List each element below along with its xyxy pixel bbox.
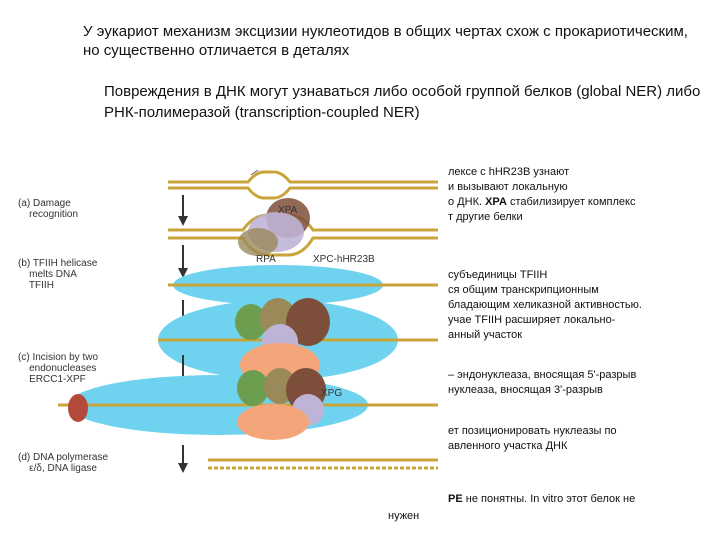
arrow-b xyxy=(178,245,188,278)
stage-label-a: (a) Damage recognition xyxy=(18,198,79,220)
side-text-fragment: не понятны. In vitro этот белок не xyxy=(462,493,636,505)
arrow-a xyxy=(178,195,188,226)
stage-label-b: (b) TFIIH helicase melts DNA TFIIH xyxy=(18,258,98,291)
arrow-e xyxy=(178,445,188,473)
stage-a-complex xyxy=(168,198,438,257)
side-text-line: анный участок xyxy=(448,329,523,341)
side-text-line: о ДНК. XPA стабилизирует комплекс xyxy=(448,195,718,210)
stage-b-bubble xyxy=(168,265,438,305)
protein-label-xpc: XPC-hHR23B xyxy=(313,254,375,265)
protein-label-xpg: XPG xyxy=(321,388,343,399)
slide-subtitle: Повреждения в ДНК могут узнаваться либо … xyxy=(104,83,701,121)
side-text-line: бладающим хеликазной активностью. xyxy=(448,299,642,311)
stage-a-dna xyxy=(168,169,438,200)
side-text-line: PE не понятны. In vitro этот белок не xyxy=(448,492,718,507)
stage-e-dna xyxy=(208,458,438,470)
side-text-last: нужен xyxy=(388,510,420,522)
side-text-line: и вызывают локальную xyxy=(448,181,568,193)
side-text-line: нуклеаза, вносящая 3'-разрыв xyxy=(448,384,603,396)
side-text-line: лексе с hHR23B узнают xyxy=(448,166,570,178)
stage-label-d: (d) DNA polymerase ε/δ, DNA ligase xyxy=(18,452,109,474)
side-text-line: учае TFIIH расширяет локально- xyxy=(448,314,616,326)
ner-diagram: (a) Damage recognition (b) TFIIH helicas… xyxy=(18,160,438,530)
side-text-line: – эндонуклеаза, вносящая 5'-разрыв xyxy=(448,369,637,381)
stage-label-c: (c) Incision by two endonucleases ERCC1-… xyxy=(18,352,99,385)
side-text-block-4: ет позиционировать нуклеазы по авленного… xyxy=(448,424,718,454)
side-text-block-5: PE не понятны. In vitro этот белок не xyxy=(448,492,718,507)
side-text-bold: XPA xyxy=(485,196,507,208)
side-text-fragment: стабилизирует комплекс xyxy=(506,196,636,208)
side-text-line: авленного участка ДНК xyxy=(448,440,568,452)
stage-d-complex xyxy=(58,368,438,440)
slide-title: У эукариот механизм эксцизии нуклеотидов… xyxy=(83,23,688,59)
side-text-line: ет позиционировать нуклеазы по xyxy=(448,425,617,437)
side-text-block-3: – эндонуклеаза, вносящая 5'-разрыв нукле… xyxy=(448,368,718,398)
side-text-block-1: лексе с hHR23B узнают и вызывают локальн… xyxy=(448,165,718,225)
side-text-fragment: о ДНК. xyxy=(448,196,486,208)
side-text-bold: PE xyxy=(448,493,463,505)
protein-label-xpa: XPA xyxy=(278,205,298,216)
ner-diagram-svg xyxy=(58,169,438,473)
side-text-block-2: субъединицы TFIIH ся общим транскрипцион… xyxy=(448,268,718,343)
side-text-line: субъединицы TFIIH xyxy=(448,269,548,281)
protein-label-rpa: RPA xyxy=(256,254,276,265)
side-text-line: т другие белки xyxy=(448,211,523,223)
side-text-line: ся общим транскрипционным xyxy=(448,284,599,296)
